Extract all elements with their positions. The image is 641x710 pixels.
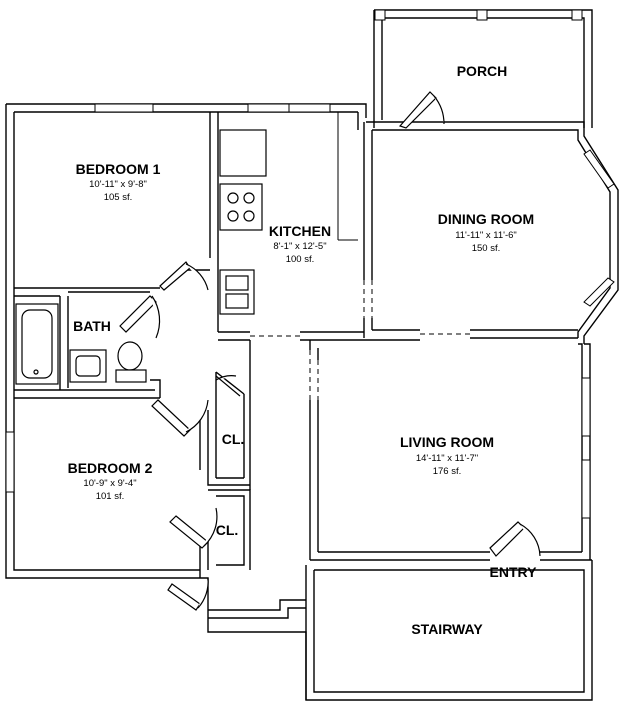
- kitchen-label: KITCHEN: [269, 223, 331, 239]
- living-label: LIVING ROOM: [400, 434, 494, 450]
- room-closet-2: CL.: [216, 522, 239, 538]
- bedroom2-dims: 10'-9" x 9'-4": [83, 478, 136, 489]
- windows: [5, 103, 615, 519]
- room-kitchen: KITCHEN 8'-1" x 12'-5" 100 sf.: [269, 223, 331, 265]
- closet2-label: CL.: [216, 522, 239, 538]
- bedroom2-label: BEDROOM 2: [68, 460, 153, 476]
- kitchen-fixtures: [219, 112, 358, 315]
- room-bedroom-1: BEDROOM 1 10'-11" x 9'-8" 105 sf.: [76, 161, 161, 203]
- dining-label: DINING ROOM: [438, 211, 534, 227]
- porch-label: PORCH: [457, 63, 508, 79]
- dining-area: 150 sf.: [472, 243, 501, 254]
- bedroom1-dims: 10'-11" x 9'-8": [89, 179, 147, 190]
- bath-fixtures: [15, 303, 147, 385]
- dining-dims: 11'-11" x 11'-6": [455, 230, 517, 241]
- doors: [119, 91, 541, 611]
- porch-posts: [374, 9, 583, 21]
- room-entry: ENTRY: [490, 564, 538, 580]
- living-dims: 14'-11" x 11'-7": [416, 453, 478, 464]
- stairway-label: STAIRWAY: [411, 621, 483, 637]
- entry-label: ENTRY: [490, 564, 538, 580]
- interior-walls: [14, 112, 592, 700]
- room-dining: DINING ROOM 11'-11" x 11'-6" 150 sf.: [438, 211, 534, 254]
- bath-label: BATH: [73, 318, 111, 334]
- room-porch: PORCH: [457, 63, 508, 79]
- living-area: 176 sf.: [433, 466, 462, 477]
- bedroom2-area: 101 sf.: [96, 491, 125, 502]
- bedroom1-label: BEDROOM 1: [76, 161, 161, 177]
- kitchen-area: 100 sf.: [286, 254, 315, 265]
- open-boundaries: [250, 280, 470, 400]
- kitchen-dims: 8'-1" x 12'-5": [273, 241, 326, 252]
- room-bedroom-2: BEDROOM 2 10'-9" x 9'-4" 101 sf.: [68, 460, 153, 502]
- room-bath: BATH: [73, 318, 111, 334]
- closet1-label: CL.: [222, 431, 245, 447]
- room-stairway: STAIRWAY: [411, 621, 483, 637]
- room-closet-1: CL.: [222, 431, 245, 447]
- room-living: LIVING ROOM 14'-11" x 11'-7" 176 sf.: [400, 434, 494, 477]
- bedroom1-area: 105 sf.: [104, 192, 133, 203]
